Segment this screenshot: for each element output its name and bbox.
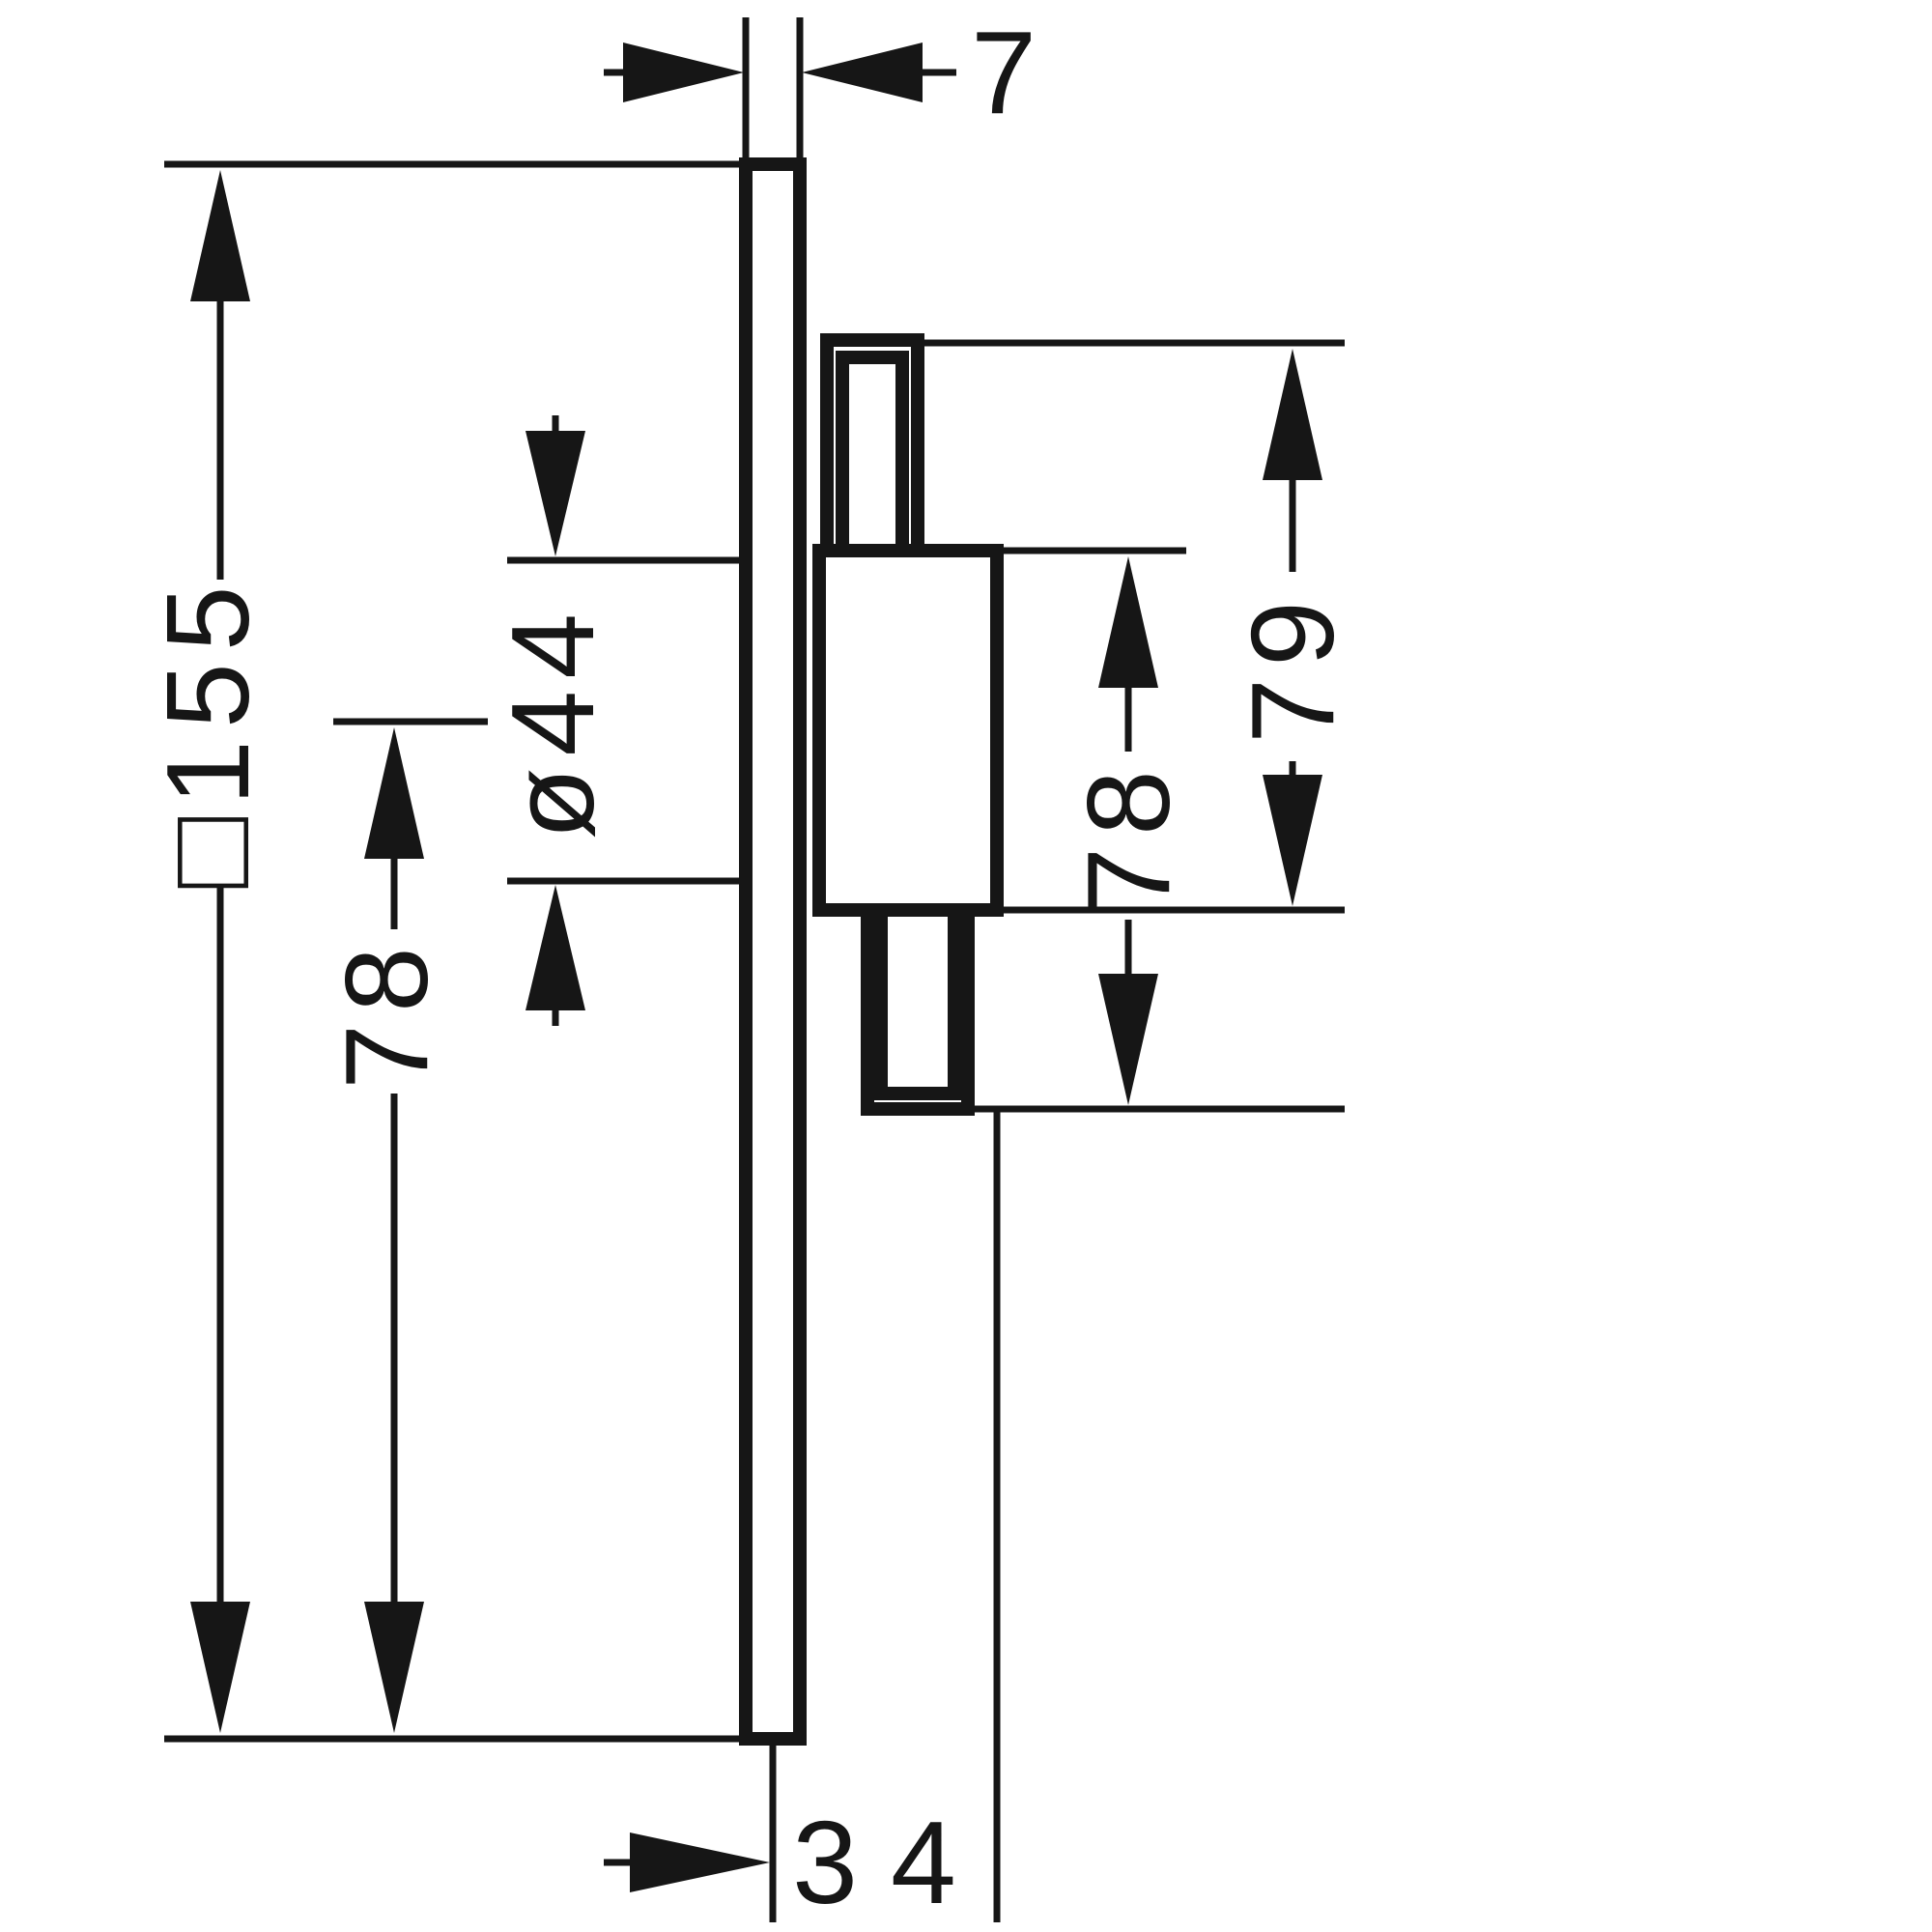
lower-knob [861, 903, 975, 1116]
faceplate-profile [739, 157, 807, 1746]
dim-label-knob-diameter: ø44 [487, 602, 618, 839]
dim-right-outer-span: 79 [918, 339, 1358, 914]
arrowhead-down-icon [364, 1602, 424, 1733]
dim-depth: 34 [604, 1109, 1001, 1928]
dim-faceplate-square: □155 [142, 160, 773, 1743]
arrowhead-down-icon [190, 1602, 250, 1733]
upper-knob-inner-line [836, 351, 909, 551]
arrowhead-up-icon [364, 727, 424, 859]
dim-label-center-to-bottom: 78 [321, 935, 452, 1090]
dim-knob-diameter: ø44 [487, 415, 739, 1026]
upper-knob [820, 333, 924, 557]
arrowhead-left-icon [802, 43, 923, 102]
faceplate-outline [739, 157, 807, 1746]
arrowhead-right-icon [623, 43, 744, 102]
handle-block [812, 544, 1004, 917]
arrowhead-up-icon [1263, 349, 1322, 480]
arrowhead-down-icon [1263, 775, 1322, 906]
dim-label-right-inner-span: 78 [1063, 758, 1194, 913]
dim-plate-thickness: 7 [604, 7, 1048, 157]
dim-label-right-outer-span: 79 [1227, 589, 1358, 744]
dim-label-depth: 34 [792, 1797, 989, 1928]
arrowhead-up-icon [1098, 556, 1158, 688]
arrowhead-up-icon [190, 170, 250, 301]
dim-center-to-bottom: 78 [321, 718, 488, 1733]
dim-right-inner-span: 78 [968, 547, 1345, 1113]
arrowhead-up-icon [526, 885, 585, 1010]
lower-knob-inner-line [874, 910, 961, 1100]
handle-block-outline [812, 544, 1004, 917]
dim-label-faceplate-square: □155 [142, 574, 273, 888]
arrowhead-down-icon [1098, 974, 1158, 1105]
dim-label-plate-thickness: 7 [971, 7, 1048, 138]
arrowhead-down-icon [526, 431, 585, 556]
arrowhead-right-icon [630, 1833, 770, 1892]
